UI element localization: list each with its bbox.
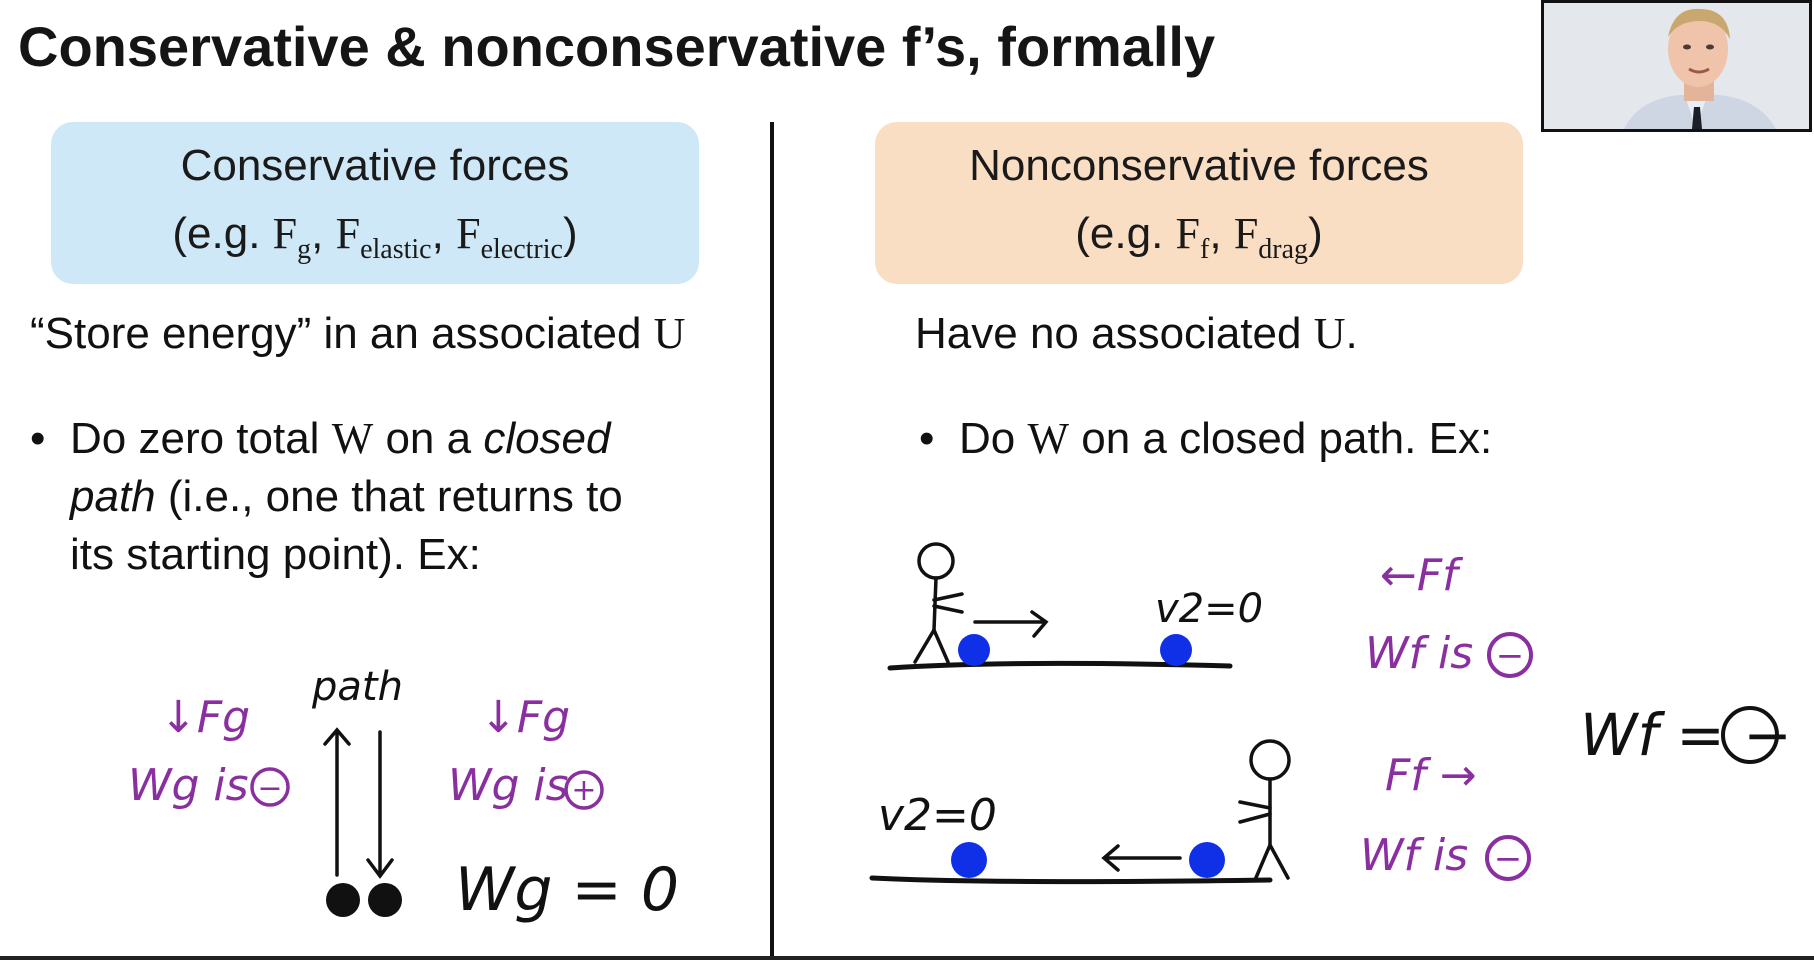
bullet-dot: • <box>919 414 935 463</box>
sign-top: − <box>1496 636 1525 676</box>
nonconservative-forces-heading: Nonconservative forces <box>969 141 1429 190</box>
column-divider <box>770 122 774 958</box>
conservative-bullet: • Do zero total W on a closed path (i.e.… <box>30 410 710 584</box>
bottom-rule <box>0 956 1814 960</box>
sign-bottom: − <box>1494 839 1523 879</box>
nonconservative-statement: Have no associated U. <box>915 309 1358 358</box>
gravity-annotations: ↓Fg Wg is − ↓Fg Wg is + <box>128 692 604 811</box>
sign-left: − <box>257 771 282 806</box>
push-right-sketch <box>887 542 1233 671</box>
push-left-sketch <box>869 739 1291 885</box>
wg-left-label: Wg is <box>128 760 249 811</box>
ball-top-start <box>958 634 990 666</box>
v2-bottom-label: v2=0 <box>878 790 997 841</box>
sign-circle-right <box>564 770 604 810</box>
wf-bottom-label: Wf is <box>1360 830 1468 881</box>
v2-top-label: v2=0 <box>1155 586 1263 632</box>
presenter-image <box>1544 3 1809 129</box>
conservative-forces-examples: (e.g. Fg, Felastic, Felectric) <box>172 209 578 265</box>
wf-result-sign-circle <box>1721 706 1779 764</box>
ball-top-end <box>1160 634 1192 666</box>
fg-label-left: ↓Fg <box>160 692 250 743</box>
ball-bottom-start <box>1189 842 1225 878</box>
sign-circle-top <box>1487 632 1533 678</box>
sign-circle-bottom <box>1485 835 1531 881</box>
path-label: path <box>311 664 403 710</box>
ff-top-label: ←Ff <box>1380 550 1464 601</box>
conservative-statement: “Store energy” in an associated U <box>30 309 686 358</box>
ff-bottom-label: Ff → <box>1385 750 1477 801</box>
sign-circle-left <box>250 767 290 807</box>
nonconservative-forces-examples: (e.g. Ff, Fdrag) <box>1075 209 1323 265</box>
conservative-forces-heading: Conservative forces <box>180 141 570 190</box>
slide-title: Conservative & nonconservative f’s, form… <box>18 15 1216 78</box>
ball-bottom-end <box>951 842 987 878</box>
webcam-video <box>1541 0 1812 132</box>
wg-right-label: Wg is <box>448 760 569 811</box>
sign-right: + <box>571 773 596 808</box>
wg-result: Wg = 0 <box>455 855 679 925</box>
wf-top-label: Wf is <box>1365 628 1473 679</box>
wf-result: Wf = − <box>1580 701 1792 769</box>
ball-right <box>368 883 402 917</box>
nonconservative-bullet: • Do W on a closed path. Ex: <box>919 410 1599 468</box>
bullet-dot: • <box>30 414 46 463</box>
vertical-path-sketch: path <box>311 664 403 917</box>
conservative-forces-box: Conservative forces (e.g. Fg, Felastic, … <box>51 122 699 284</box>
ball-left <box>326 883 360 917</box>
friction-annotations: ←Ff Wf is − Ff → Wf is − <box>1360 550 1533 881</box>
nonconservative-forces-box: Nonconservative forces (e.g. Ff, Fdrag) <box>875 122 1523 284</box>
fg-label-right: ↓Fg <box>480 692 570 743</box>
